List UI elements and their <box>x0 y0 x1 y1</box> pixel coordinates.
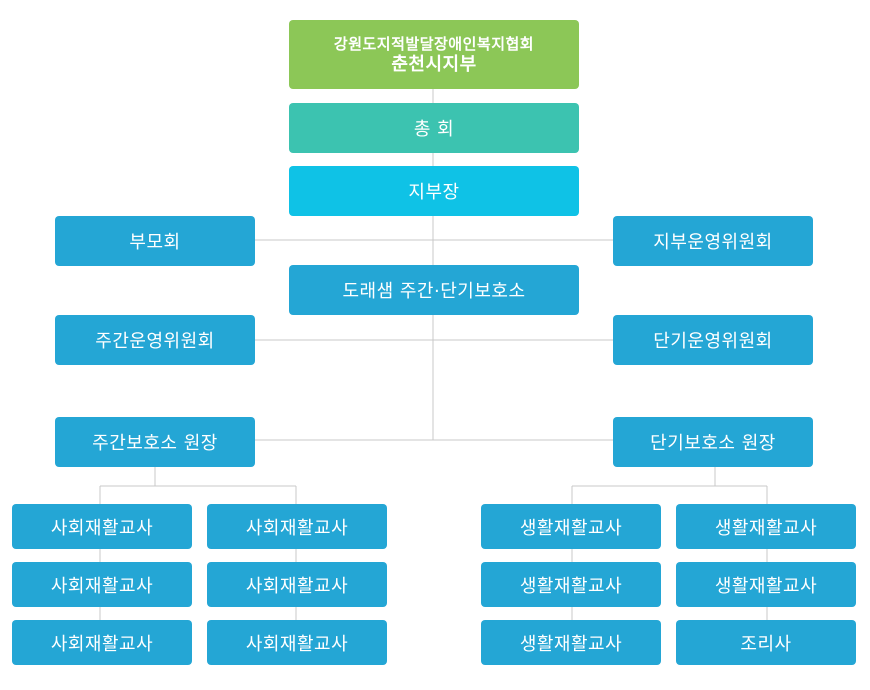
day-staff-left-3: 사회재활교사 <box>12 620 192 665</box>
short-staff-right-1: 생활재활교사 <box>676 504 856 549</box>
short-staff-left-1: 생활재활교사 <box>481 504 661 549</box>
day-staff-left-1: 사회재활교사 <box>12 504 192 549</box>
org-branch-name: 춘천시지부 <box>391 53 477 75</box>
branch-head-box: 지부장 <box>289 166 579 216</box>
short-committee-box: 단기운영위원회 <box>613 315 813 365</box>
org-title-box: 강원도지적발달장애인복지협회 춘천시지부 <box>289 20 579 89</box>
parents-association-box: 부모회 <box>55 216 255 266</box>
day-staff-right-1: 사회재활교사 <box>207 504 387 549</box>
short-staff-left-3: 생활재활교사 <box>481 620 661 665</box>
general-assembly-box: 총 회 <box>289 103 579 153</box>
short-staff-left-2: 생활재활교사 <box>481 562 661 607</box>
day-staff-left-2: 사회재활교사 <box>12 562 192 607</box>
day-director-box: 주간보호소 원장 <box>55 417 255 467</box>
org-name: 강원도지적발달장애인복지협회 <box>333 34 535 53</box>
short-staff-right-2: 생활재활교사 <box>676 562 856 607</box>
day-staff-right-3: 사회재활교사 <box>207 620 387 665</box>
center-box: 도래샘 주간·단기보호소 <box>289 265 579 315</box>
short-staff-right-3: 조리사 <box>676 620 856 665</box>
day-committee-box: 주간운영위원회 <box>55 315 255 365</box>
short-director-box: 단기보호소 원장 <box>613 417 813 467</box>
day-staff-right-2: 사회재활교사 <box>207 562 387 607</box>
branch-committee-box: 지부운영위원회 <box>613 216 813 266</box>
